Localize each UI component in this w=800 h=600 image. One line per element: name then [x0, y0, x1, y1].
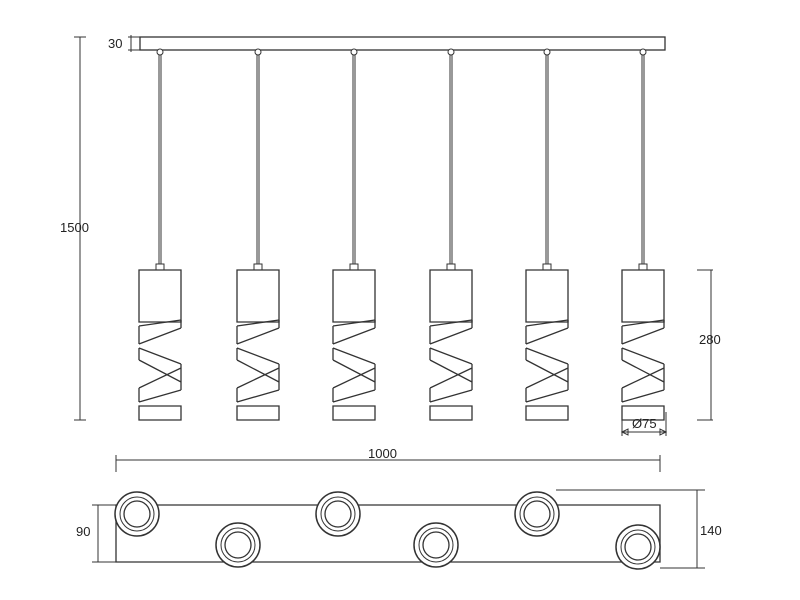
rail-mount [350, 48, 358, 56]
plan-outline [115, 504, 661, 563]
rail-mount [447, 48, 455, 56]
shade-bottom [332, 405, 376, 421]
plan-lamp-5 [413, 522, 459, 568]
pendant-6 [621, 48, 665, 421]
lamp-middle-ring [320, 496, 356, 532]
rail-mount [254, 48, 262, 56]
pendant-4 [429, 48, 473, 421]
lamp-outer-ring [413, 522, 459, 568]
lamp-outer-ring [615, 524, 661, 570]
shade-cap [542, 263, 552, 271]
shade-upper [429, 269, 473, 323]
shade-cap [253, 263, 263, 271]
shade-upper [138, 269, 182, 323]
plan-offset-label: 90 [76, 524, 90, 539]
shade-bottom [525, 405, 569, 421]
dimension-plan-depth: 140 [556, 489, 722, 569]
rail-mount [639, 48, 647, 56]
shade-diameter-label: Ø75 [632, 416, 657, 431]
shade-upper [525, 269, 569, 323]
dimension-plan-offset: 90 [76, 504, 116, 563]
lamp-inner-ring [422, 531, 450, 559]
shade-spiral [429, 319, 473, 403]
dimension-rail-height: 30 [108, 35, 140, 52]
plan-view [114, 491, 661, 570]
lamp-middle-ring [519, 496, 555, 532]
plan-lamp-group [114, 491, 661, 570]
plan-lamp-6 [615, 524, 661, 570]
shade-upper [332, 269, 376, 323]
rail-length-label: 1000 [368, 446, 397, 461]
lamp-inner-ring [224, 531, 252, 559]
shade-spiral [332, 319, 376, 403]
shade-spiral [138, 319, 182, 403]
shade-upper [621, 269, 665, 323]
lamp-outer-ring [514, 491, 560, 537]
pendant-group [138, 48, 665, 421]
lamp-outer-ring [315, 491, 361, 537]
pendant-5 [525, 48, 569, 421]
plan-depth-label: 140 [700, 523, 722, 538]
rail-mount [543, 48, 551, 56]
lamp-outer-ring [114, 491, 160, 537]
pendant-2 [236, 48, 280, 421]
lamp-inner-ring [523, 500, 551, 528]
shade-bottom [138, 405, 182, 421]
lamp-middle-ring [220, 527, 256, 563]
shade-spiral [621, 319, 665, 403]
rail-mount [156, 48, 164, 56]
total-height-label: 1500 [60, 220, 89, 235]
lamp-outer-ring [215, 522, 261, 568]
lamp-inner-ring [123, 500, 151, 528]
dimension-total-height: 1500 [60, 36, 89, 421]
dimension-shade-diameter: Ø75 [620, 412, 668, 436]
pendant-1 [138, 48, 182, 421]
dimension-rail-length: 1000 [115, 446, 661, 472]
front-elevation [138, 36, 666, 421]
plan-lamp-2 [315, 491, 361, 537]
shade-spiral [236, 319, 280, 403]
shade-cap [349, 263, 359, 271]
shade-cap [155, 263, 165, 271]
lamp-inner-ring [624, 533, 652, 561]
rail-height-label: 30 [108, 36, 122, 51]
shade-spiral [525, 319, 569, 403]
shade-height-label: 280 [699, 332, 721, 347]
plan-lamp-4 [215, 522, 261, 568]
plan-lamp-3 [514, 491, 560, 537]
ceiling-rail [139, 36, 666, 51]
dimension-shade-height: 280 [697, 269, 721, 421]
shade-cap [446, 263, 456, 271]
shade-bottom [429, 405, 473, 421]
lamp-inner-ring [324, 500, 352, 528]
plan-lamp-1 [114, 491, 160, 537]
lamp-middle-ring [418, 527, 454, 563]
shade-upper [236, 269, 280, 323]
lamp-middle-ring [119, 496, 155, 532]
shade-bottom [236, 405, 280, 421]
shade-cap [638, 263, 648, 271]
pendant-3 [332, 48, 376, 421]
lamp-middle-ring [620, 529, 656, 565]
